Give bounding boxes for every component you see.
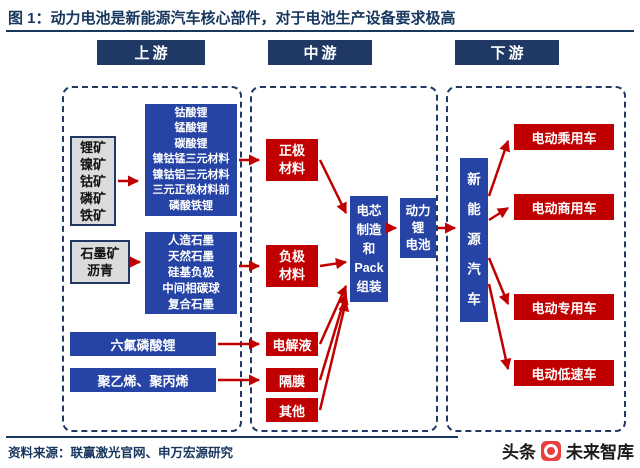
source-text: 资料来源：联赢激光官网、申万宏源研究	[8, 446, 234, 460]
upstream-column-frame	[62, 86, 242, 432]
node-power-lithium-battery: 动力锂 电池	[400, 198, 436, 258]
node-lipf6: 六氟磷酸锂	[70, 332, 216, 356]
figure-title: 图 1：动力电池是新能源汽车核心部件，对于电池生产设备要求极高	[8, 10, 456, 27]
node-anode-material: 负极 材料	[266, 245, 318, 287]
node-anode-material-list: 人造石墨 天然石墨 硅基负极 中间相碳球 复合石墨	[145, 232, 237, 314]
column-header-downstream: 下游	[455, 40, 559, 65]
node-electric-special-vehicle: 电动专用车	[514, 294, 614, 320]
node-ore-group-1: 锂矿 镍矿 钴矿 磷矿 铁矿	[70, 136, 116, 226]
watermark-brand: 头条	[502, 443, 536, 462]
node-cathode-material-list: 钴酸锂 锰酸锂 碳酸锂 镍钴锰三元材料 镍钴铝三元材料 三元正极材料前 磷酸铁锂	[145, 104, 237, 216]
watermark: 头条 未来智库	[502, 438, 634, 463]
title-divider-line	[6, 30, 634, 32]
node-pe-pp: 聚乙烯、聚丙烯	[70, 368, 216, 392]
node-electric-passenger-vehicle: 电动乘用车	[514, 124, 614, 150]
node-nev: 新 能 源 汽 车	[460, 158, 488, 322]
midstream-column-frame	[250, 86, 438, 432]
column-header-upstream: 上游	[97, 40, 205, 65]
node-electric-low-speed-vehicle: 电动低速车	[514, 360, 614, 386]
toutiao-logo-icon	[541, 440, 561, 461]
source-divider-line	[6, 436, 458, 438]
node-cathode-material: 正极 材料	[266, 139, 318, 181]
watermark-name: 未来智库	[566, 443, 634, 462]
downstream-column-frame	[446, 86, 626, 432]
node-other: 其他	[266, 398, 318, 422]
node-cell-pack-assembly: 电芯 制造 和 Pack 组装	[350, 196, 388, 302]
node-ore-group-2: 石墨矿 沥青	[70, 240, 130, 284]
column-header-midstream: 中游	[268, 40, 372, 65]
node-electric-commercial-vehicle: 电动商用车	[514, 194, 614, 220]
node-separator: 隔膜	[266, 368, 318, 392]
node-electrolyte: 电解液	[266, 332, 318, 356]
